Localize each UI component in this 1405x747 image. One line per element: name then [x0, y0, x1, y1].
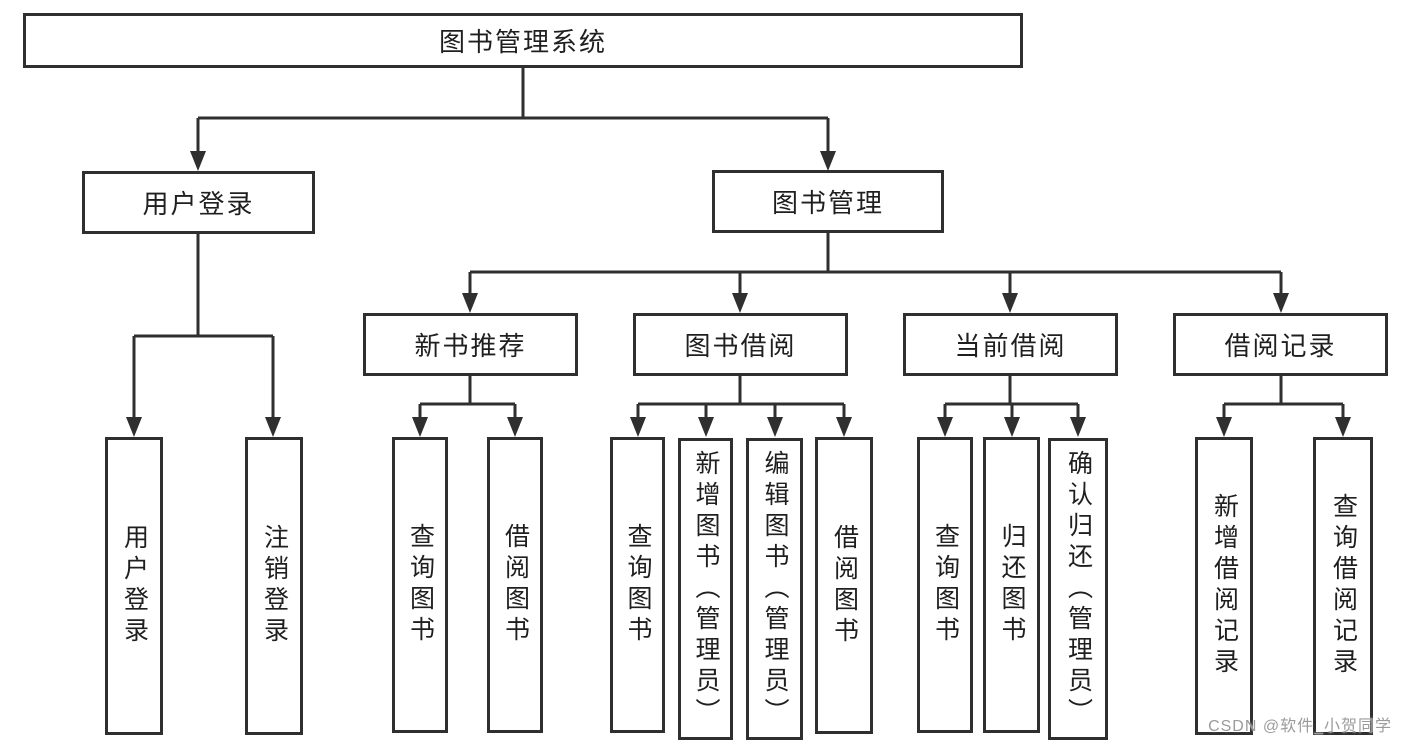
- arrowhead-to-user-login: [190, 151, 206, 171]
- leaf-user-login: 用户登录: [105, 437, 163, 735]
- leaf-logout: 注销登录: [245, 437, 303, 735]
- node-book-borrow: 图书借阅: [633, 313, 848, 376]
- node-root-label: 图书管理系统: [438, 27, 607, 57]
- arrowhead-to-logout-leaf: [265, 417, 281, 437]
- arrowhead-to-current-borrow: [1002, 293, 1018, 313]
- arrowhead-to-book-management: [820, 151, 836, 171]
- node-current-borrow-label: 当前借阅: [954, 331, 1067, 361]
- leaf-confirm-return-admin: 确认归还（管理员）: [1048, 438, 1108, 740]
- leaf-borrow-books-2: 借阅图书: [815, 437, 873, 734]
- node-book-management: 图书管理: [712, 170, 944, 233]
- node-user-login: 用户登录: [82, 171, 315, 234]
- connector-current-borrow-group: [943, 376, 1080, 418]
- leaf-return-books-label: 归还图书: [998, 523, 1026, 647]
- leaf-return-books: 归还图书: [983, 437, 1040, 733]
- connector-management-group: [468, 233, 1283, 294]
- node-borrow-records: 借阅记录: [1173, 313, 1388, 376]
- arrowhead-to-new-books: [462, 293, 478, 313]
- leaf-confirm-return-admin-label: 确认归还（管理员）: [1064, 449, 1093, 729]
- leaf-logout-label: 注销登录: [260, 524, 289, 648]
- arrowhead-to-borrow-records: [1273, 293, 1289, 313]
- node-user-login-label: 用户登录: [142, 189, 255, 219]
- leaf-add-book-admin-label: 新增图书（管理员）: [692, 449, 720, 729]
- connector-book-borrow-group: [636, 376, 846, 418]
- leaf-query-borrow-record-label: 查询借阅记录: [1329, 493, 1358, 679]
- csdn-watermark: CSDN @软件_小贺同学: [1208, 718, 1392, 735]
- connector-new-books-group: [418, 376, 517, 418]
- leaf-borrow-books-1-label: 借阅图书: [501, 523, 530, 647]
- connector-borrow-records-group: [1222, 376, 1345, 418]
- leaf-borrow-books-1: 借阅图书: [487, 437, 543, 733]
- leaf-query-borrow-record: 查询借阅记录: [1313, 437, 1373, 735]
- node-new-book-recommend-label: 新书推荐: [414, 331, 527, 361]
- leaf-add-borrow-record-label: 新增借阅记录: [1210, 493, 1239, 679]
- leaf-query-books-2: 查询图书: [610, 437, 665, 733]
- leaf-edit-book-admin-label: 编辑图书（管理员）: [761, 449, 789, 729]
- leaf-add-borrow-record: 新增借阅记录: [1195, 437, 1253, 735]
- leaf-add-book-admin: 新增图书（管理员）: [678, 438, 733, 740]
- node-new-book-recommend: 新书推荐: [363, 313, 578, 376]
- leaf-query-books-3-label: 查询图书: [931, 523, 960, 647]
- connector-login-group: [132, 234, 275, 418]
- node-root: 图书管理系统: [23, 13, 1023, 68]
- node-book-management-label: 图书管理: [771, 188, 884, 218]
- leaf-query-books-1-label: 查询图书: [406, 523, 435, 647]
- leaf-query-books-3: 查询图书: [917, 437, 973, 733]
- connector-root-stem: [196, 68, 830, 152]
- node-current-borrow: 当前借阅: [903, 313, 1118, 376]
- node-borrow-records-label: 借阅记录: [1224, 331, 1337, 361]
- leaf-query-books-2-label: 查询图书: [624, 523, 652, 647]
- arrowhead-to-book-borrow: [732, 293, 748, 313]
- node-book-borrow-label: 图书借阅: [684, 331, 797, 361]
- leaf-query-books-1: 查询图书: [392, 437, 448, 733]
- arrowhead-to-login-leaf: [126, 417, 142, 437]
- leaf-edit-book-admin: 编辑图书（管理员）: [746, 438, 803, 740]
- leaf-borrow-books-2-label: 借阅图书: [830, 523, 859, 648]
- leaf-user-login-label: 用户登录: [120, 524, 149, 648]
